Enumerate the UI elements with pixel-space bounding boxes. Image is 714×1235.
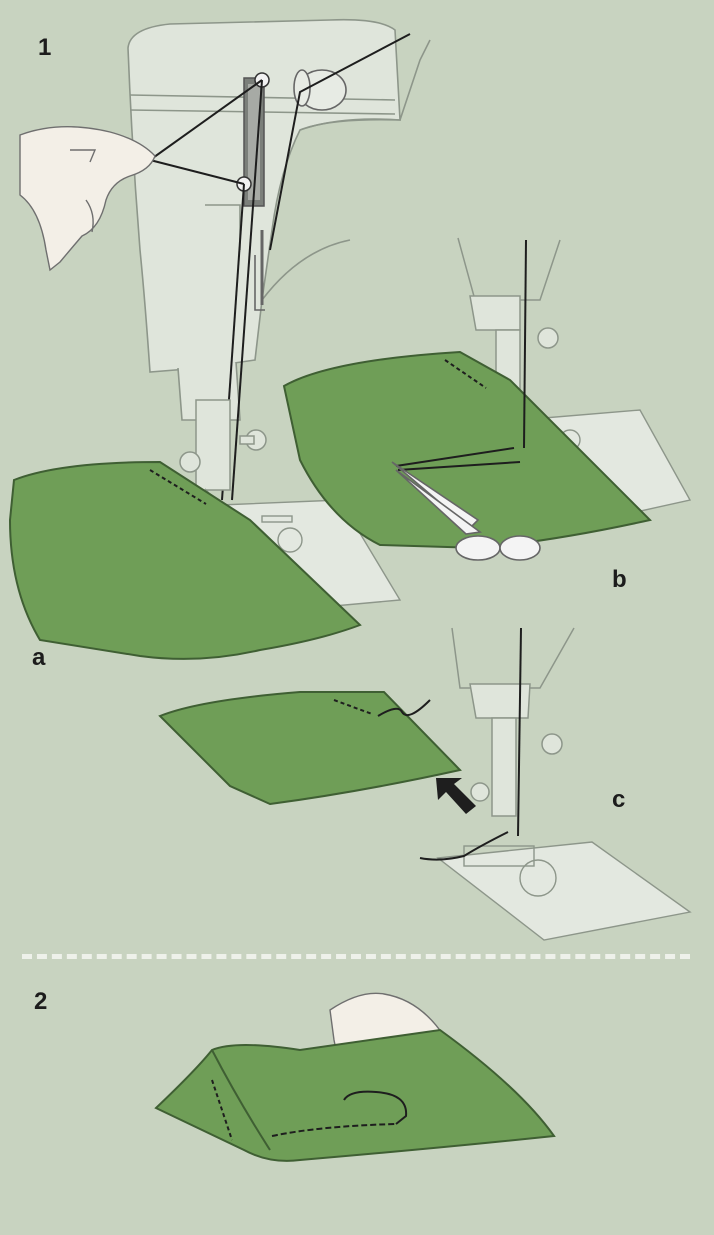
fabric-b [282, 350, 652, 550]
hand-icon [19, 126, 156, 272]
hand-stitching-2 [271, 1123, 397, 1137]
needle-thread-2 [343, 1090, 408, 1125]
panel-b-label: b [612, 566, 627, 593]
thread-c [419, 627, 522, 861]
stitch-line-b [444, 359, 487, 389]
needle-plate-c [436, 841, 692, 941]
panel-a-label: a [32, 644, 46, 671]
thread-tail-c [377, 699, 431, 717]
arrow-up-left-icon [436, 778, 476, 814]
fabric-2-fold [211, 1049, 271, 1151]
section-divider [22, 954, 690, 959]
machine-head-c [451, 627, 575, 817]
fabric-c [158, 691, 462, 806]
tension-knob [254, 69, 347, 311]
step-1-label: 1 [38, 34, 52, 61]
thread-b [395, 239, 527, 471]
stitch-line-2 [211, 1079, 233, 1141]
scissors-icon [391, 461, 541, 561]
stitch-line-a [149, 469, 207, 505]
step-2-label: 2 [34, 988, 48, 1015]
fabric-2 [154, 1028, 556, 1162]
panel-c-label: c [612, 786, 626, 813]
fabric-a [8, 460, 362, 660]
